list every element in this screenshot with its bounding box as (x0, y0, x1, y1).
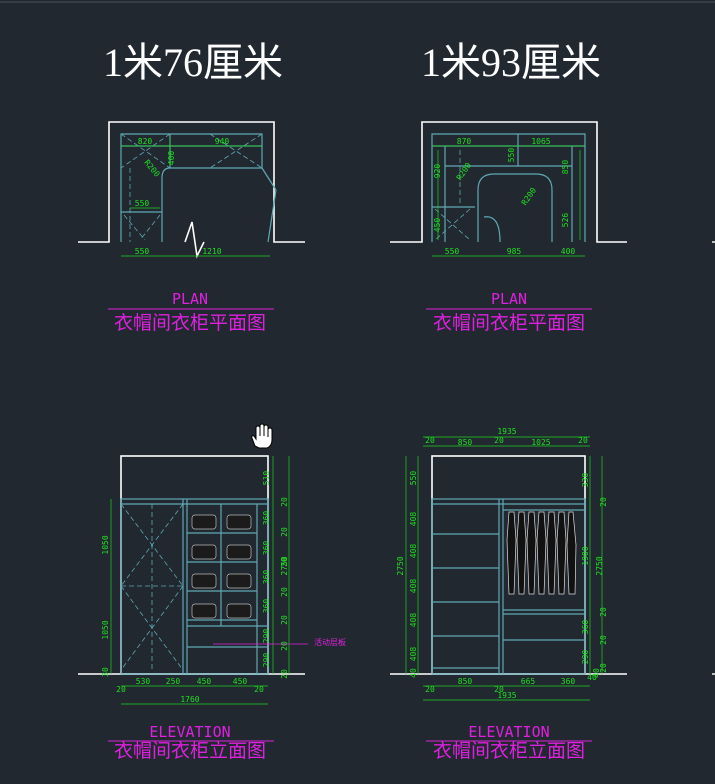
dim-p2-550b: 550 (445, 247, 460, 256)
elevation-label-cn-right: 衣帽间衣柜立面图 (433, 740, 585, 762)
dim-e1-20b: 20 (280, 527, 289, 537)
plan-label-cn-right: 衣帽间衣柜平面图 (433, 312, 585, 334)
dim-e1-1050a: 1050 (101, 535, 110, 554)
dim-e2-20h: 20 (494, 685, 504, 694)
dim-e1-20g: 20 (280, 669, 289, 679)
dim-e2-20a: 20 (425, 436, 435, 445)
plan-label-en-left: PLAN (172, 290, 208, 308)
elevation-label-en-left: ELEVATION (149, 723, 230, 741)
dim-e2-665: 665 (521, 677, 536, 686)
dim-e1-30: 30 (101, 667, 110, 677)
dim-e1-20f: 20 (280, 641, 289, 651)
dim-e1-20c: 20 (280, 557, 289, 567)
hand-cursor-icon (251, 423, 273, 449)
elevation-drawing-right (390, 436, 627, 701)
movable-shelf-note: 活动层板 (314, 637, 346, 647)
dim-p2-850: 850 (561, 160, 570, 175)
dim-e2-408c: 408 (409, 579, 418, 594)
dim-e1-2750: 2750 (280, 556, 289, 575)
dim-e2-408e: 408 (409, 647, 418, 662)
elevation-label-cn-left: 衣帽间衣柜立面图 (114, 740, 266, 762)
dim-p2-526: 526 (561, 213, 570, 228)
title-left: 1米76厘米 (103, 40, 283, 85)
plan-drawing-left (78, 121, 305, 259)
dim-e2-408a: 408 (409, 512, 418, 527)
plan-drawing-right (390, 121, 627, 257)
dim-e2-1025: 1025 (531, 438, 550, 447)
dim-e1-290a: 290 (262, 629, 271, 644)
dim-e2-850-top: 850 (458, 438, 473, 447)
dim-e2-408d: 408 (409, 613, 418, 628)
dim-e1-20d: 20 (280, 587, 289, 597)
dim-p2-400: 400 (561, 247, 576, 256)
dim-p1-550b: 550 (135, 247, 150, 256)
plan-label-en-right: PLAN (491, 290, 527, 308)
dim-p1-550a: 550 (135, 199, 150, 208)
dim-e1-290b: 290 (262, 653, 271, 668)
dim-e2-360: 360 (581, 620, 590, 635)
dim-p2-1065: 1065 (531, 137, 550, 146)
dim-e2-850-bottom: 850 (458, 677, 473, 686)
dim-e1-360d: 360 (262, 599, 271, 614)
plan-label-cn-left: 衣帽间衣柜平面图 (114, 312, 266, 334)
dim-e2-40c: 40 (587, 673, 597, 682)
dim-p2-920: 920 (433, 164, 442, 179)
dim-e1-1050b: 1050 (101, 620, 110, 639)
dim-e2-20f: 20 (599, 635, 608, 645)
dim-e2-20e: 20 (599, 607, 608, 617)
dim-e1-20i: 20 (254, 685, 264, 694)
dim-e2-2750-left: 2750 (396, 556, 405, 575)
dim-p1-r200: R200 (142, 158, 161, 179)
dim-e1-360a: 360 (262, 511, 271, 526)
dim-p2-r200a: R200 (455, 161, 474, 182)
dim-e2-1935-bottom: 1935 (497, 691, 516, 700)
dim-e2-20d: 20 (599, 497, 608, 507)
elevation-label-en-right: ELEVATION (468, 723, 549, 741)
dim-e2-20b: 20 (494, 436, 504, 445)
dim-e2-20c: 20 (578, 436, 588, 445)
dim-p2-450: 450 (433, 218, 442, 233)
dim-e1-20e: 20 (280, 615, 289, 625)
dim-e2-1900: 1900 (581, 546, 590, 565)
dim-e2-40b: 40 (592, 668, 601, 678)
title-right: 1米93厘米 (421, 40, 601, 85)
dim-e1-360b: 360 (262, 541, 271, 556)
dim-e1-510: 510 (262, 471, 271, 486)
dim-p2-r200b: R200 (520, 186, 539, 207)
dim-e2-40a: 40 (409, 668, 418, 678)
dim-e2-20g: 20 (599, 663, 608, 673)
dim-e2-330: 330 (581, 473, 590, 488)
dim-p1-820: 820 (138, 137, 153, 146)
dim-e1-20a: 20 (280, 497, 289, 507)
dim-p2-550: 550 (507, 148, 516, 163)
dim-e2-20i: 20 (425, 685, 435, 694)
dim-e1-1760: 1760 (180, 695, 199, 704)
dim-p2-985: 985 (507, 247, 522, 256)
dim-p1-940: 940 (215, 137, 230, 146)
dim-e2-2750-right: 2750 (595, 556, 604, 575)
elevation-drawing-left (78, 455, 308, 705)
dim-p1-400: 400 (167, 151, 176, 166)
dim-e1-250: 250 (166, 677, 181, 686)
dim-e2-550: 550 (409, 471, 418, 486)
dim-e2-290: 290 (581, 650, 590, 665)
dim-e2-408b: 408 (409, 544, 418, 559)
dim-e1-450b: 450 (233, 677, 248, 686)
dim-p2-870: 870 (457, 137, 472, 146)
dim-e1-360c: 360 (262, 570, 271, 585)
dim-e1-530: 530 (136, 677, 151, 686)
dim-e2-360-bottom: 360 (561, 677, 576, 686)
dim-e1-450a: 450 (197, 677, 212, 686)
dim-e1-20h: 20 (116, 685, 126, 694)
dim-p1-1210: 1210 (202, 247, 221, 256)
dim-e2-1935-top: 1935 (497, 427, 516, 436)
